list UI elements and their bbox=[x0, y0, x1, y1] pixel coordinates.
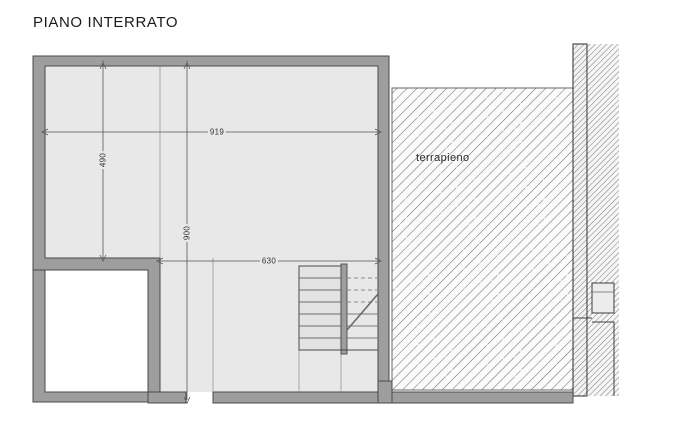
interior-grid-lines bbox=[159, 66, 342, 392]
dimension-label-919: 919 bbox=[207, 127, 227, 137]
dimension-label-490: 490 bbox=[98, 150, 108, 170]
terrapieno-label: terrapieno bbox=[416, 152, 470, 164]
dimension-label-900: 900 bbox=[182, 223, 192, 243]
page-title: PIANO INTERRATO bbox=[33, 14, 179, 31]
terrapieno-area bbox=[391, 87, 574, 391]
dimension-label-630: 630 bbox=[259, 256, 279, 266]
retaining-wall-right bbox=[572, 43, 619, 397]
staircase bbox=[298, 263, 379, 355]
floor-area bbox=[45, 66, 378, 392]
perimeter-walls bbox=[32, 55, 574, 404]
